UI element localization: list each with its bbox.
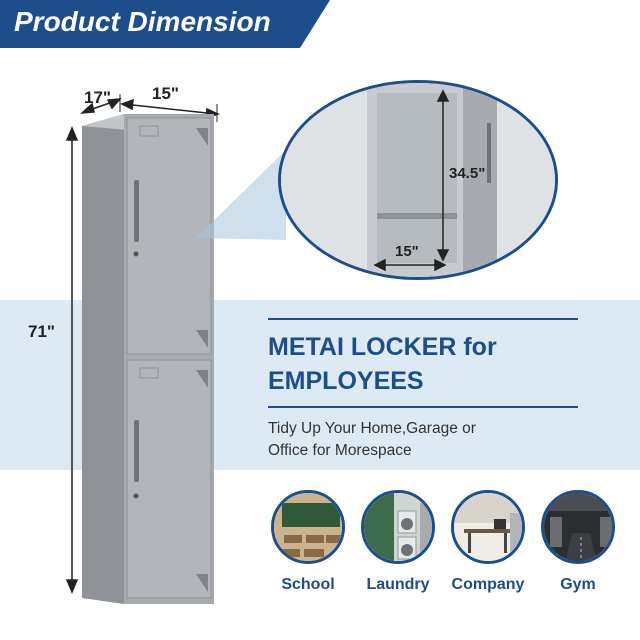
school-image [271, 490, 345, 564]
page-title: Product Dimension [14, 6, 271, 37]
place-laundry: Laundry [358, 490, 438, 594]
place-label: Laundry [366, 576, 430, 593]
place-label: Company [451, 576, 525, 593]
height-label: 71" [28, 322, 55, 341]
headline-line2: EMPLOYEES [268, 367, 424, 395]
place-school: School [268, 490, 348, 594]
laundry-image [361, 490, 435, 564]
place-gym: Gym [538, 490, 618, 594]
subtext-line2: Office for Morespace [268, 442, 412, 459]
gym-image [541, 490, 615, 564]
headline: METAI LOCKER for EMPLOYEES [268, 330, 608, 398]
subtext: Tidy Up Your Home,Garage or Office for M… [268, 418, 608, 462]
subtext-line1: Tidy Up Your Home,Garage or [268, 420, 476, 437]
place-company: Company [448, 490, 528, 594]
place-label: School [281, 576, 335, 593]
interior-zoom: 34.5" 15" [278, 80, 558, 280]
place-label: Gym [560, 576, 596, 593]
inner-width-label: 15" [395, 243, 419, 260]
inner-height-label: 34.5" [449, 165, 486, 182]
depth-label: 17" [84, 88, 111, 107]
title-banner: Product Dimension [0, 0, 330, 48]
top-rule [268, 318, 578, 320]
width-label: 15" [152, 84, 179, 103]
headline-line1: METAI LOCKER for [268, 333, 497, 361]
bottom-rule [268, 406, 578, 408]
company-image [451, 490, 525, 564]
